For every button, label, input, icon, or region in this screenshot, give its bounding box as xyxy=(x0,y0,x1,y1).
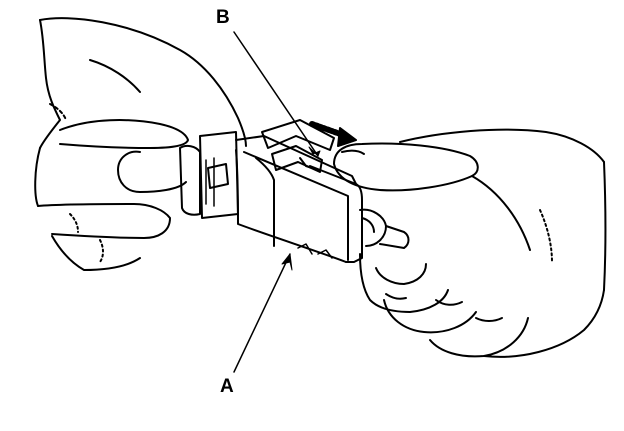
connector-body-edge xyxy=(243,151,349,261)
connector-pin-block xyxy=(207,163,229,189)
leader-line-b xyxy=(233,31,319,157)
right-hand-bottom xyxy=(483,289,605,358)
left-finger-2 xyxy=(37,203,171,239)
arrow-head xyxy=(337,127,357,147)
right-finger-2 xyxy=(375,263,427,285)
lock-tab-frame xyxy=(261,119,335,151)
left-hand-lower-contour xyxy=(34,147,41,207)
lock-tab-detail xyxy=(299,157,319,171)
leader-arrow-a xyxy=(281,253,293,271)
left-finger-crease-1 xyxy=(69,213,79,233)
right-finger-3 xyxy=(383,299,477,334)
pull-direction-arrow xyxy=(309,121,357,147)
connector-left-cap xyxy=(179,144,201,216)
left-hand-knuckle xyxy=(49,103,67,121)
left-thumb xyxy=(59,119,189,149)
right-thumb-nail xyxy=(341,149,365,155)
right-hand-wrist xyxy=(603,161,607,291)
left-hand-back-contour xyxy=(39,19,61,149)
leader-line-a xyxy=(233,253,291,373)
connector-seal-inner xyxy=(361,217,375,233)
left-palm-crease xyxy=(89,59,141,93)
right-finger-nail-1 xyxy=(385,293,407,300)
left-finger-3 xyxy=(51,235,141,271)
left-finger-1 xyxy=(117,150,187,193)
right-finger-nail-2 xyxy=(435,299,463,306)
right-finger-nail-3 xyxy=(475,317,503,322)
connector-body-top xyxy=(235,135,357,185)
right-thumb xyxy=(333,142,479,192)
left-hand xyxy=(34,17,247,271)
connector-body-right-end xyxy=(309,165,363,263)
lock-tab-slot xyxy=(271,145,323,173)
connector-wire xyxy=(379,225,410,249)
right-finger-4 xyxy=(429,317,529,358)
connector-shade xyxy=(297,243,333,259)
right-hand-top xyxy=(399,128,605,163)
right-hand-inner xyxy=(471,175,531,251)
left-finger-crease-2 xyxy=(99,239,104,263)
leader-arrow-b xyxy=(308,146,321,157)
connector-body-seam xyxy=(255,157,275,247)
callout-label-b: B xyxy=(216,7,230,28)
connector-a xyxy=(179,119,410,263)
callout-label-a: A xyxy=(220,376,234,397)
right-hand-crease xyxy=(539,209,553,263)
left-hand-upper-outline xyxy=(39,17,247,147)
right-hand xyxy=(333,128,607,358)
